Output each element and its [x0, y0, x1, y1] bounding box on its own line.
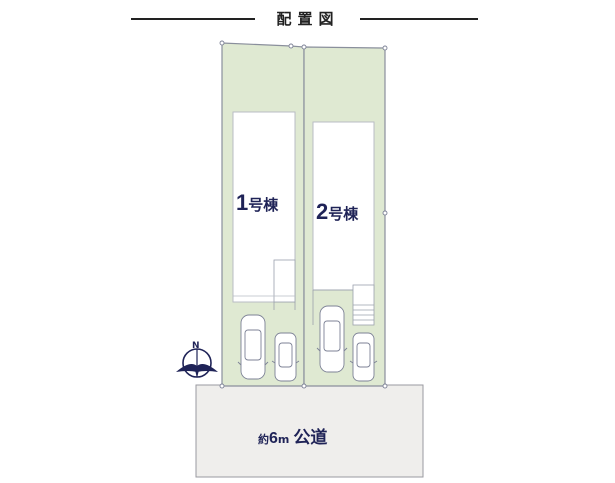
compass-north-label: N — [192, 341, 200, 351]
building-2-label: 2号棟 — [316, 199, 359, 224]
public-road — [195, 384, 424, 478]
north-compass-icon — [176, 348, 218, 378]
car-icon — [349, 332, 378, 382]
car-icon — [316, 305, 348, 373]
car-icon — [237, 314, 269, 380]
parking-cars — [237, 305, 378, 382]
building-2 — [312, 121, 375, 326]
building-1-label: 1号棟 — [236, 190, 279, 215]
page-title: 配置図 — [276, 10, 340, 28]
boundary-markers — [219, 40, 388, 389]
car-icon — [271, 332, 300, 382]
building-1 — [232, 111, 296, 310]
title-bar: 配置図 — [0, 0, 615, 40]
title-rule-left — [131, 18, 255, 20]
title-rule-right — [360, 18, 478, 20]
